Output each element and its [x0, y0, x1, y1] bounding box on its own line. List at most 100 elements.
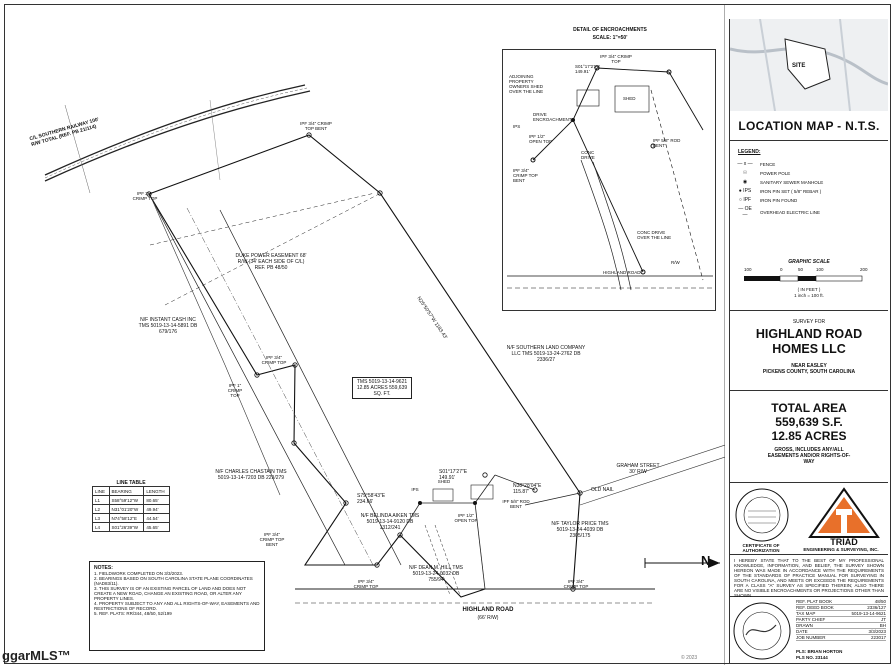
table-cell: S58°59'12"W: [108, 495, 145, 505]
power-pole-icon: ☉: [742, 170, 748, 176]
county: PICKENS COUNTY, SOUTH CAROLINA: [762, 369, 856, 375]
pin-label: IPF 3/4" CRIMP TOP BENT: [300, 121, 332, 131]
client-name: HIGHLAND ROAD HOMES LLC: [755, 327, 863, 356]
scale-tick: 50: [798, 267, 804, 272]
pls-name: PLS: BRIAN HORTON: [796, 649, 843, 654]
note-item: 3. THIS SURVEY IS OF AN EXISTING PARCEL …: [94, 586, 246, 601]
legend-label: OVERHEAD ELECTRIC LINE: [760, 209, 821, 215]
pin-label: IPS: [411, 487, 419, 492]
copyright-watermark: © 2023: [681, 655, 698, 661]
instant-cash-label: N/F INSTANT CASH INC TMS 5019-13-14-5891…: [138, 317, 198, 335]
north-label: N: [701, 553, 711, 568]
iron-pin-found-icon: ○ IPF: [738, 197, 752, 203]
hill-label: N/F DEAN M. HILL TMS 5019-13-24-0032 DB …: [409, 565, 463, 583]
scale-tick: 200: [860, 267, 868, 272]
pin-label: IPF 1/2" OPEN TOP: [454, 513, 478, 523]
surveyor-seal: [733, 602, 791, 660]
note-item: 2. BEARINGS BASED ON SOUTH CAROLINA STAT…: [94, 576, 253, 586]
encroachment-detail: IPF 3/4" CRIMP TOP S01°17'27"E 149.91' A…: [502, 49, 716, 311]
table-cell: 49.94': [143, 504, 170, 514]
pin-label: IPF 3/4" CRIMP TOP BENT: [259, 532, 285, 547]
info-key: REF. PLAT BOOK: [796, 599, 833, 604]
scale-tick: 100: [816, 267, 824, 272]
highland-rw-label: (66' R/W): [477, 615, 499, 621]
pin-label: IPF 1" CRIMP TOP: [227, 383, 243, 398]
table-cell: N31°01'20"W: [108, 504, 145, 514]
line-table: LINE TABLE LINE BEARING LENGTH L1 S58°59…: [92, 480, 170, 532]
bearing-1: S01°17'27"E 149.91': [439, 469, 468, 481]
table-cell: L4: [92, 522, 110, 532]
info-value: 3/3/2023: [868, 629, 886, 634]
pin-label: IPF 3/4" CRIMP TOP: [261, 355, 287, 365]
table-cell: N74°58'12"E: [108, 513, 145, 523]
legend-item: — x —FENCE: [736, 161, 775, 167]
legend: LEGEND: — x —FENCE ☉POWER POLE ◉SANITARY…: [730, 141, 888, 311]
info-key: DATE: [796, 629, 808, 634]
aiken-label: N/F BELINDA AIKEN TMS 5019-13-14-9120 DB…: [360, 513, 420, 531]
inset-label: S01°17'27"E 149.91': [575, 64, 601, 74]
info-row: DATE 3/3/2023: [796, 629, 886, 635]
firm-tagline: ENGINEERING & SURVEYING, INC.: [803, 547, 879, 552]
info-row: TAX MAP 5019-13-14-9621: [796, 611, 886, 617]
table-cell: 80.65': [143, 495, 170, 505]
inset-label: SHED: [623, 96, 636, 101]
chastain-label: N/F CHARLES CHASTAIN TMS 5019-13-14-7203…: [215, 469, 287, 481]
certification-text: I HEREBY STATE THAT TO THE BEST OF MY PR…: [734, 558, 884, 598]
inset-label: IPF 1/2" OPEN TOP: [529, 134, 553, 144]
inset-scale: SCALE: 1"=50': [592, 35, 628, 41]
location-map-image: [730, 19, 888, 111]
cert-label: CERTIFICATE OF AUTHORIZATION: [742, 543, 780, 553]
header-cell: LINE: [92, 486, 110, 496]
legend-label: POWER POLE: [760, 170, 791, 176]
pls-number: PLS NO. 23144: [796, 655, 828, 660]
railway-line-2: [44, 90, 311, 182]
bearing-3: S79°58'43"E 234.66': [357, 493, 386, 505]
line-table-title: LINE TABLE: [116, 480, 146, 486]
legend-item: — OE —OVERHEAD ELECTRIC LINE: [736, 206, 820, 218]
notes-title: NOTES:: [94, 565, 113, 571]
info-value: BH: [879, 623, 886, 628]
location-map: SITE: [730, 19, 888, 111]
info-key: JOB NUMBER: [796, 635, 826, 640]
pin-label: IPF 3/4" CRIMP TOP: [353, 579, 379, 589]
area-note: GROSS, INCLUDES ANY/ALL EASEMENTS AND/OR…: [767, 447, 851, 465]
table-row: L1 S58°59'12"W 80.65': [92, 495, 170, 505]
info-value: 2336/127: [867, 605, 886, 610]
certification-block: I HEREBY STATE THAT TO THE BEST OF MY PR…: [730, 555, 888, 598]
table-cell: L3: [92, 513, 110, 523]
location-map-title: LOCATION MAP - N.T.S.: [730, 111, 888, 141]
info-value: JT: [881, 617, 886, 622]
authorization-block: TRIAD ENGINEERING & SURVEYING, INC. CERT…: [730, 483, 888, 555]
southern-land-label: N/F SOUTHERN LAND COMPANY LLC TMS 5019-1…: [506, 345, 586, 363]
area-acres: 12.85 ACRES: [771, 429, 847, 443]
railway-line: [44, 84, 306, 176]
table-row: L3 N74°58'12"E 44.54': [92, 513, 170, 523]
graphic-scale-bar: [744, 275, 863, 282]
near-location: NEAR EASLEY: [791, 363, 827, 369]
info-key: PARTY CHIEF: [796, 617, 826, 622]
title-block: SITE LOCATION MAP - N.T.S. LEGEND: — x —…: [729, 19, 888, 663]
legend-item: ☉ POWER POLE: [736, 170, 791, 176]
pin-label: SHED: [437, 479, 451, 484]
iron-pin-set-icon: ● IPS: [738, 188, 752, 194]
area-sf: 559,639 S.F.: [775, 415, 843, 429]
scale-tick: 0: [780, 267, 783, 272]
info-key: TAX MAP: [796, 611, 816, 616]
inset-label: CONC DRIVE: [581, 150, 595, 160]
scale-unit: ( IN FEET ): [797, 287, 821, 292]
inset-label: IPS: [513, 124, 521, 129]
info-value: 5019-13-14-9621: [851, 611, 886, 616]
legend-label: SANITARY SEWER MANHOLE: [760, 179, 824, 185]
table-cell: L2: [92, 504, 110, 514]
legend-label: FENCE: [760, 161, 776, 167]
plat-drawing: [44, 5, 725, 665]
info-row: PARTY CHIEF JT: [796, 617, 886, 623]
info-value: 223017: [870, 635, 886, 640]
scale-note: 1 inch = 100 ft.: [794, 293, 824, 298]
